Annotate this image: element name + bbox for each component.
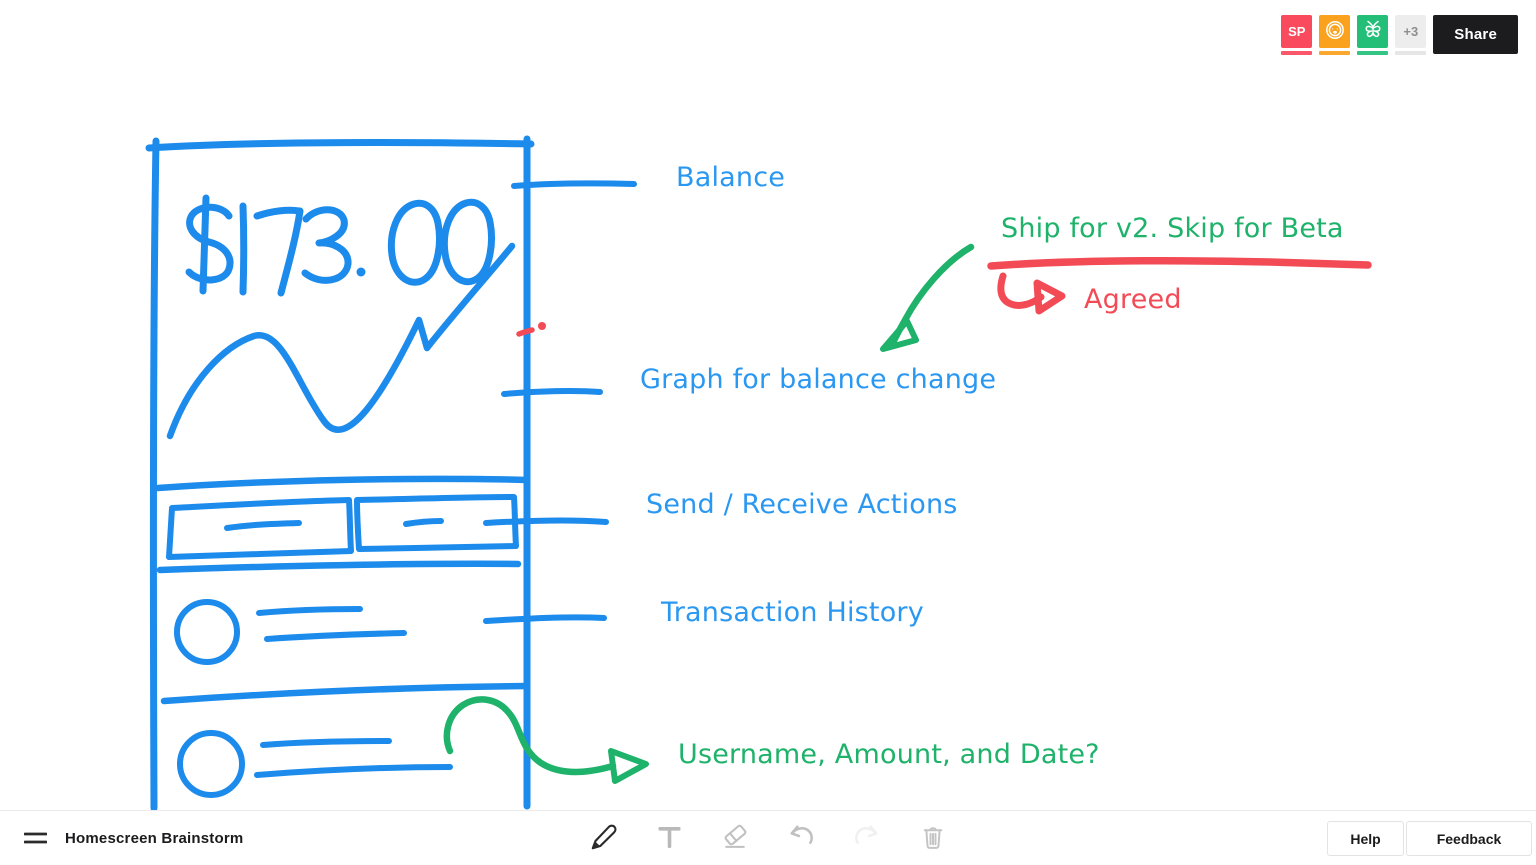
board-title: Homescreen Brainstorm — [65, 829, 244, 847]
annotation-agreed: Agreed — [1084, 284, 1182, 315]
avatar-sp-initials: SP — [1281, 15, 1313, 48]
avatar-lion — [1319, 15, 1351, 55]
text-tool-icon — [656, 823, 684, 854]
annotation-graph: Graph for balance change — [640, 364, 997, 395]
feedback-button[interactable]: Feedback — [1406, 821, 1532, 856]
annotation-username-amount-date: Username, Amount, and Date? — [678, 739, 1100, 770]
balance-amount-sketch — [185, 194, 495, 297]
clear-board-button[interactable] — [917, 820, 950, 856]
avatar-sp: SP — [1281, 15, 1313, 55]
red-annotation-sketch — [516, 257, 1372, 337]
green-arrows-sketch — [443, 243, 975, 784]
undo-button[interactable] — [785, 820, 818, 856]
collaborators-bar: SP — [1281, 15, 1518, 55]
annotation-balance: Balance — [676, 162, 786, 193]
avatar-butterfly-strip — [1357, 51, 1389, 55]
avatar-overflow-strip — [1395, 51, 1427, 55]
redo-button[interactable] — [851, 820, 884, 856]
redo-icon — [853, 822, 882, 854]
lion-icon — [1324, 19, 1346, 44]
menu-icon[interactable] — [24, 831, 47, 845]
bottom-toolbar: Homescreen Brainstorm — [0, 810, 1536, 865]
avatar-lion-strip — [1319, 51, 1351, 55]
avatar-sp-strip — [1281, 51, 1313, 55]
pencil-icon — [589, 822, 619, 855]
balance-graph-sketch — [166, 242, 516, 440]
text-tool-button[interactable] — [654, 821, 686, 856]
eraser-tool-button[interactable] — [719, 820, 752, 856]
share-button[interactable]: Share — [1433, 15, 1518, 54]
avatar-overflow[interactable]: +3 — [1395, 15, 1427, 55]
annotation-ship-for-v2: Ship for v2. Skip for Beta — [1001, 213, 1344, 244]
annotation-send-receive: Send / Receive Actions — [646, 489, 958, 520]
pencil-tool-button[interactable] — [587, 820, 621, 857]
butterfly-icon — [1361, 18, 1385, 45]
tool-group — [587, 811, 950, 865]
undo-icon — [787, 822, 816, 854]
help-button[interactable]: Help — [1327, 821, 1404, 856]
avatar-overflow-count[interactable]: +3 — [1395, 15, 1427, 48]
annotation-transaction-history: Transaction History — [661, 597, 924, 628]
avatar-butterfly — [1357, 15, 1389, 55]
action-buttons-sketch — [166, 494, 519, 560]
phone-frame-sketch — [145, 135, 535, 812]
callout-lines-sketch — [483, 180, 637, 624]
transaction-rows-sketch — [174, 599, 453, 798]
eraser-icon — [721, 822, 750, 854]
trash-icon — [919, 822, 948, 854]
